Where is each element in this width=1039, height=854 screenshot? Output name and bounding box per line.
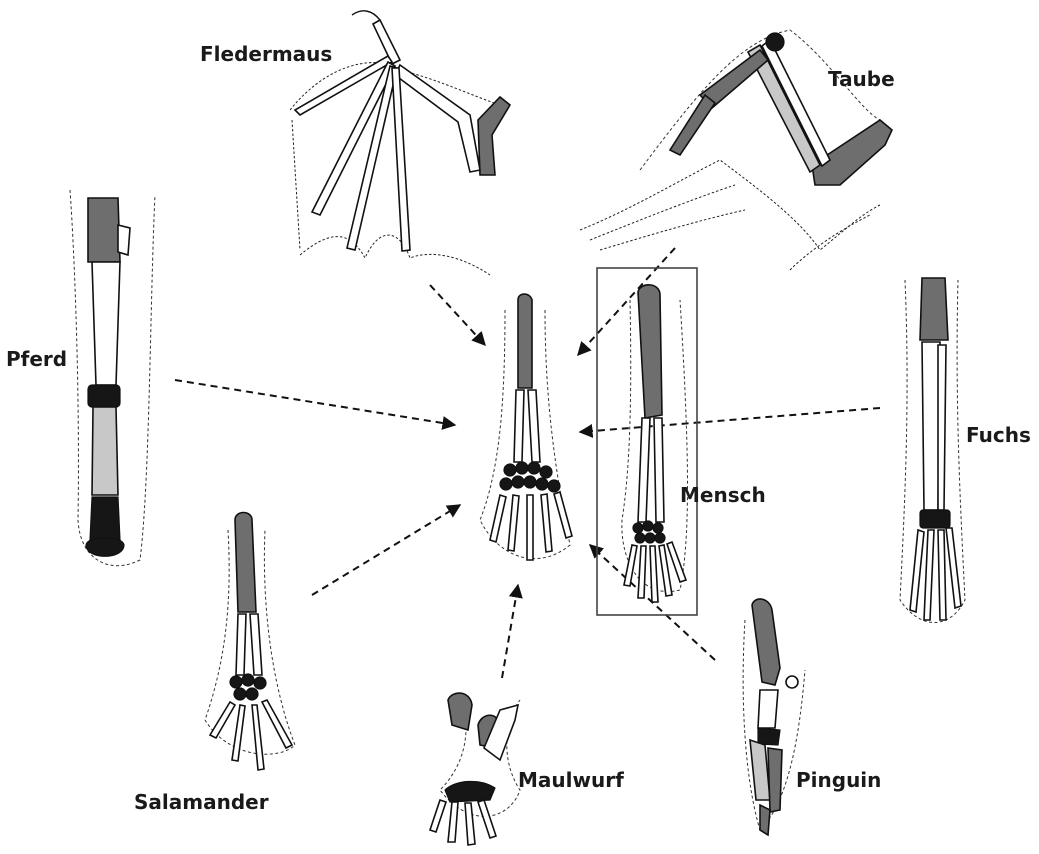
arrow-fledermaus <box>430 285 485 345</box>
fuchs-skeleton <box>900 278 965 623</box>
arrow-fuchs <box>580 408 880 432</box>
label-pinguin: Pinguin <box>796 768 881 792</box>
arrow-salamander <box>312 505 460 595</box>
label-mensch: Mensch <box>680 483 766 507</box>
mensch-skeleton <box>622 285 688 602</box>
arrow-maulwurf <box>502 585 518 678</box>
taube-skeleton <box>580 30 892 270</box>
arrow-pferd <box>175 380 455 425</box>
label-maulwurf: Maulwurf <box>518 768 624 792</box>
salamander-skeleton <box>205 513 295 771</box>
label-salamander: Salamander <box>134 790 269 814</box>
label-fledermaus: Fledermaus <box>200 42 332 66</box>
pinguin-skeleton <box>743 599 805 835</box>
label-taube: Taube <box>828 67 895 91</box>
pferd-skeleton <box>70 190 155 566</box>
center-skeleton <box>480 294 572 560</box>
label-pferd: Pferd <box>6 347 67 371</box>
maulwurf-skeleton <box>430 693 520 845</box>
label-fuchs: Fuchs <box>966 423 1031 447</box>
